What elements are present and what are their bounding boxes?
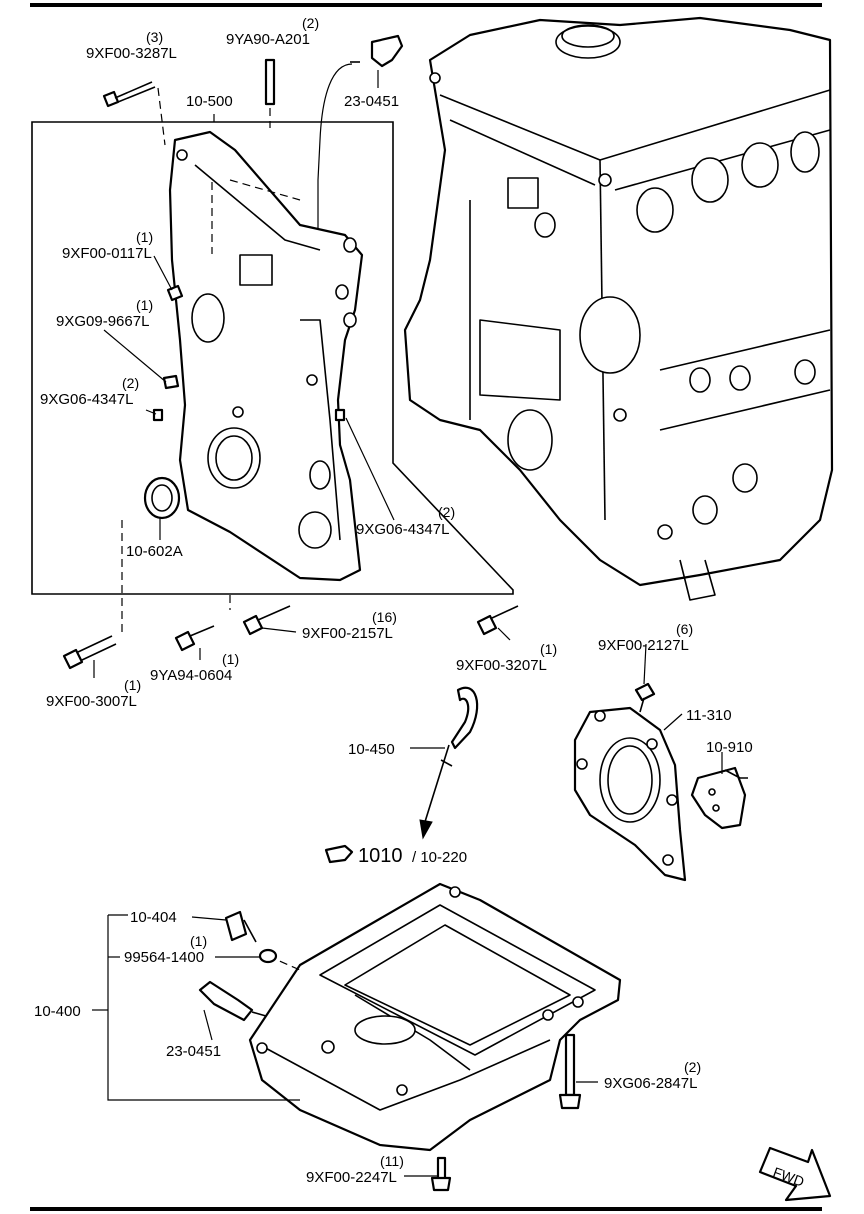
qty-stud-0604: (1) bbox=[222, 651, 239, 667]
sealant-tube-pan bbox=[198, 980, 267, 1022]
label-rear-seal-housing: 11-310 bbox=[686, 707, 732, 724]
label-bolt-2127: 9XF00-2127L bbox=[598, 637, 689, 654]
rear-seal-housing bbox=[573, 682, 687, 882]
qty-pin-4347-right: (2) bbox=[438, 504, 455, 520]
part-labels: 10-500 (3) 9XF00-3287L (2) 9YA90-A201 23… bbox=[34, 15, 753, 1186]
qty-bolt-2247: (11) bbox=[380, 1153, 404, 1169]
qty-bolt-2127: (6) bbox=[676, 621, 693, 637]
label-dipstick: 10-450 bbox=[348, 741, 395, 758]
fastener-set-cover bbox=[152, 284, 346, 422]
oil-seal bbox=[143, 476, 181, 520]
label-stud-a201: 9YA90-A201 bbox=[226, 31, 310, 48]
label-pin-4347-left: 9XG06-4347L bbox=[40, 391, 133, 408]
label-bolt-0117: 9XF00-0117L bbox=[62, 245, 152, 262]
label-plug-9667: 9XG09-9667L bbox=[56, 313, 149, 330]
fastener-set-bottom bbox=[62, 520, 519, 670]
label-oil-seal: 10-602A bbox=[126, 543, 183, 560]
qty-stud-a201: (2) bbox=[302, 15, 319, 31]
oil-baffle bbox=[690, 766, 748, 830]
label-stud-0604: 9YA94-0604 bbox=[150, 667, 232, 684]
qty-pin-4347-left: (2) bbox=[122, 375, 139, 391]
label-sealant-top: 23-0451 bbox=[344, 93, 399, 110]
front-cover-group bbox=[31, 121, 514, 595]
oil-dipstick bbox=[419, 686, 479, 840]
label-bolt-2847: 9XG06-2847L bbox=[604, 1075, 697, 1092]
label-bolt-2157: 9XF00-2157L bbox=[302, 625, 393, 642]
label-bolt-3007: 9XF00-3007L bbox=[46, 693, 137, 710]
label-drain-plug: 10-404 bbox=[130, 909, 177, 926]
fwd-arrow: FWD bbox=[758, 1146, 832, 1202]
label-gasket-1400: 99564-1400 bbox=[124, 949, 204, 966]
engine-block bbox=[403, 16, 834, 601]
qty-bolt-2157: (16) bbox=[372, 609, 397, 625]
label-front-cover: 10-500 bbox=[186, 93, 233, 110]
reference-pointer: 1010 / 10-220 bbox=[324, 844, 467, 867]
qty-bolt-3007: (1) bbox=[124, 677, 141, 693]
label-sealant-pan: 23-0451 bbox=[166, 1043, 221, 1060]
qty-gasket-1400: (1) bbox=[190, 933, 207, 949]
drain-plug-set bbox=[224, 910, 278, 964]
qty-bolt-3287: (3) bbox=[146, 29, 163, 45]
fastener-set-top bbox=[102, 58, 276, 146]
oil-pan bbox=[248, 882, 622, 1152]
qty-bolt-3207: (1) bbox=[540, 641, 557, 657]
ref-sub-label: / 10-220 bbox=[412, 849, 467, 866]
label-oil-pan: 10-400 bbox=[34, 1003, 81, 1020]
qty-plug-9667: (1) bbox=[136, 297, 153, 313]
label-baffle: 10-910 bbox=[706, 739, 753, 756]
fastener-set-pan bbox=[430, 1033, 582, 1192]
label-bolt-3207: 9XF00-3207L bbox=[456, 657, 547, 674]
qty-bolt-0117: (1) bbox=[136, 229, 153, 245]
label-pin-4347-right: 9XG06-4347L bbox=[356, 521, 449, 538]
ref-main-label: 1010 bbox=[358, 845, 403, 867]
qty-bolt-2847: (2) bbox=[684, 1059, 701, 1075]
label-bolt-2247: 9XF00-2247L bbox=[306, 1169, 397, 1186]
leader-lines bbox=[92, 70, 723, 1177]
sealant-tube-top bbox=[317, 34, 404, 230]
label-bolt-3287: 9XF00-3287L bbox=[86, 45, 177, 62]
